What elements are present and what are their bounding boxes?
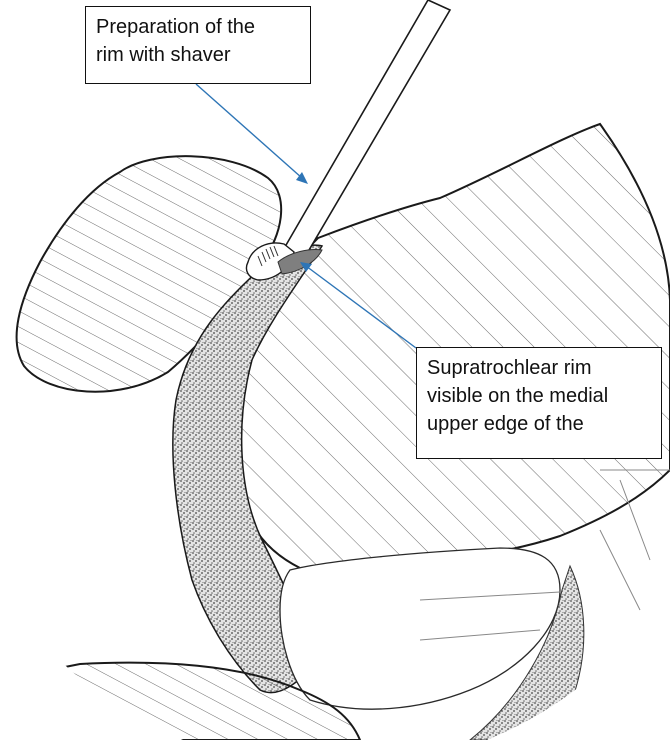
callout-rim-line-3: upper edge of the (427, 410, 651, 438)
callout-shaver-preparation: Preparation of the rim with shaver (85, 6, 311, 84)
femur-trochlea-shape (237, 124, 670, 568)
meniscus-outline (280, 548, 560, 709)
callout-supratrochlear-rim: Supratrochlear rim visible on the medial… (416, 347, 662, 459)
callout-rim-line-2: visible on the medial (427, 382, 651, 410)
callout-shaver-line-2: rim with shaver (96, 41, 300, 69)
callout-rim-line-1: Supratrochlear rim (427, 354, 651, 382)
callout-shaver-line-1: Preparation of the (96, 13, 300, 41)
